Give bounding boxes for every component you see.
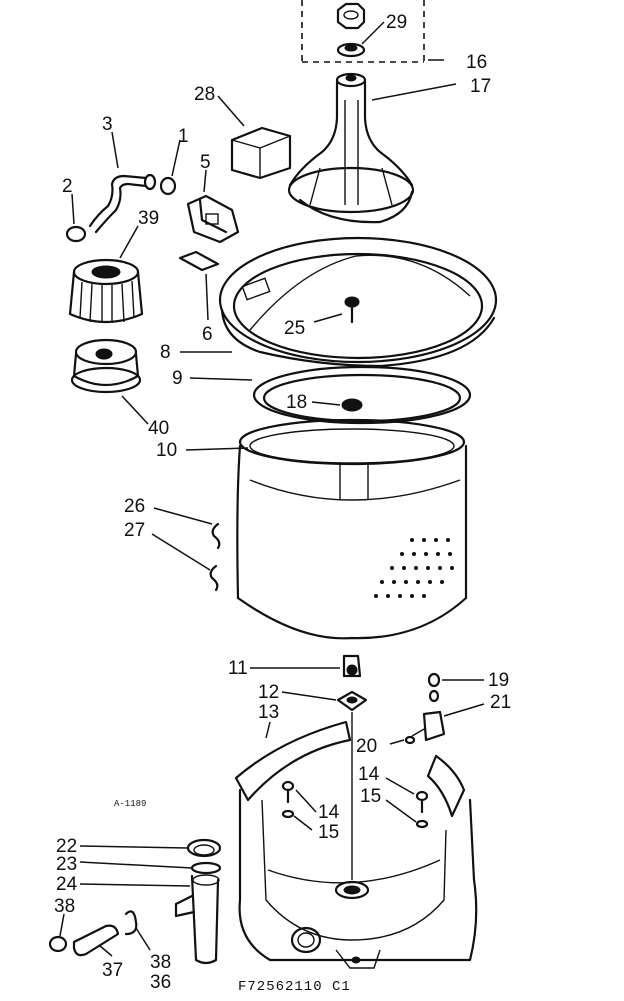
tub-ring-8	[218, 236, 498, 368]
clip-27	[209, 564, 219, 592]
clamp-38-left	[48, 935, 68, 953]
callout-15-right: 15	[360, 786, 381, 807]
small-mark: A-1189	[114, 799, 146, 809]
callout-18: 18	[286, 392, 307, 413]
callout-13: 13	[258, 702, 279, 723]
drawing-code: F72562110 C1	[238, 979, 351, 995]
nut-18	[341, 398, 363, 412]
part-20	[404, 735, 416, 745]
lint-filter-28	[230, 126, 292, 180]
callout-36: 36	[150, 972, 171, 993]
callout-6: 6	[202, 324, 213, 345]
callout-25: 25	[284, 318, 305, 339]
callout-19: 19	[488, 670, 509, 691]
callout-14-left: 14	[318, 802, 340, 823]
dashed-guide-16	[301, 0, 425, 63]
clamp-1	[159, 176, 177, 196]
hose-37	[72, 924, 120, 957]
tub-perforations	[374, 538, 454, 598]
coupling-11	[342, 654, 362, 678]
gasket-23	[190, 861, 222, 875]
screw-14-right	[415, 790, 429, 829]
cabinet-base-13	[234, 720, 478, 969]
filter-base-40	[70, 338, 142, 394]
drain-fitting-22	[186, 838, 222, 858]
part-21	[411, 710, 446, 742]
callout-22: 22	[56, 836, 77, 857]
callout-1: 1	[178, 126, 189, 147]
hose-3	[88, 173, 157, 234]
callout-9: 9	[172, 368, 183, 389]
callout-38-right: 38	[150, 952, 171, 973]
callout-21: 21	[490, 692, 511, 713]
part-19	[427, 672, 441, 703]
callout-labels: 29 16 17 28 3 1 5 2 39 6 25 8 9 18 40 10…	[54, 12, 511, 993]
leader-lines	[59, 21, 485, 957]
callout-17: 17	[470, 76, 491, 97]
callout-8: 8	[160, 342, 171, 363]
callout-12: 12	[258, 682, 279, 703]
callout-27: 27	[124, 520, 145, 541]
callout-26: 26	[124, 496, 145, 517]
callout-20: 20	[356, 736, 377, 757]
fastener-25	[344, 296, 360, 324]
callout-10: 10	[156, 440, 177, 461]
callout-23: 23	[56, 854, 77, 875]
callout-40: 40	[148, 418, 169, 439]
callout-3: 3	[102, 114, 113, 135]
clamp-2	[65, 225, 87, 243]
callout-29: 29	[386, 12, 407, 33]
callout-14-right: 14	[358, 764, 380, 785]
screw-14-left	[281, 780, 295, 819]
washer-12	[336, 690, 368, 880]
clamp-38-right	[124, 910, 138, 936]
agitator-17	[287, 72, 415, 224]
callout-37: 37	[102, 960, 123, 981]
callout-24: 24	[56, 874, 78, 895]
filter-39	[68, 258, 144, 324]
callout-5: 5	[200, 152, 211, 173]
callout-2: 2	[62, 176, 73, 197]
bracket-5	[186, 194, 240, 244]
callout-15-left: 15	[318, 822, 339, 843]
callout-28: 28	[194, 84, 215, 105]
nut-29	[336, 2, 366, 58]
drain-tube-24	[174, 874, 220, 965]
callout-11: 11	[228, 658, 248, 679]
tub-10	[236, 418, 468, 640]
pad-6	[178, 250, 220, 272]
callout-16: 16	[466, 52, 487, 73]
clip-26	[211, 522, 221, 550]
callout-38-left: 38	[54, 896, 75, 917]
callout-39: 39	[138, 208, 159, 229]
